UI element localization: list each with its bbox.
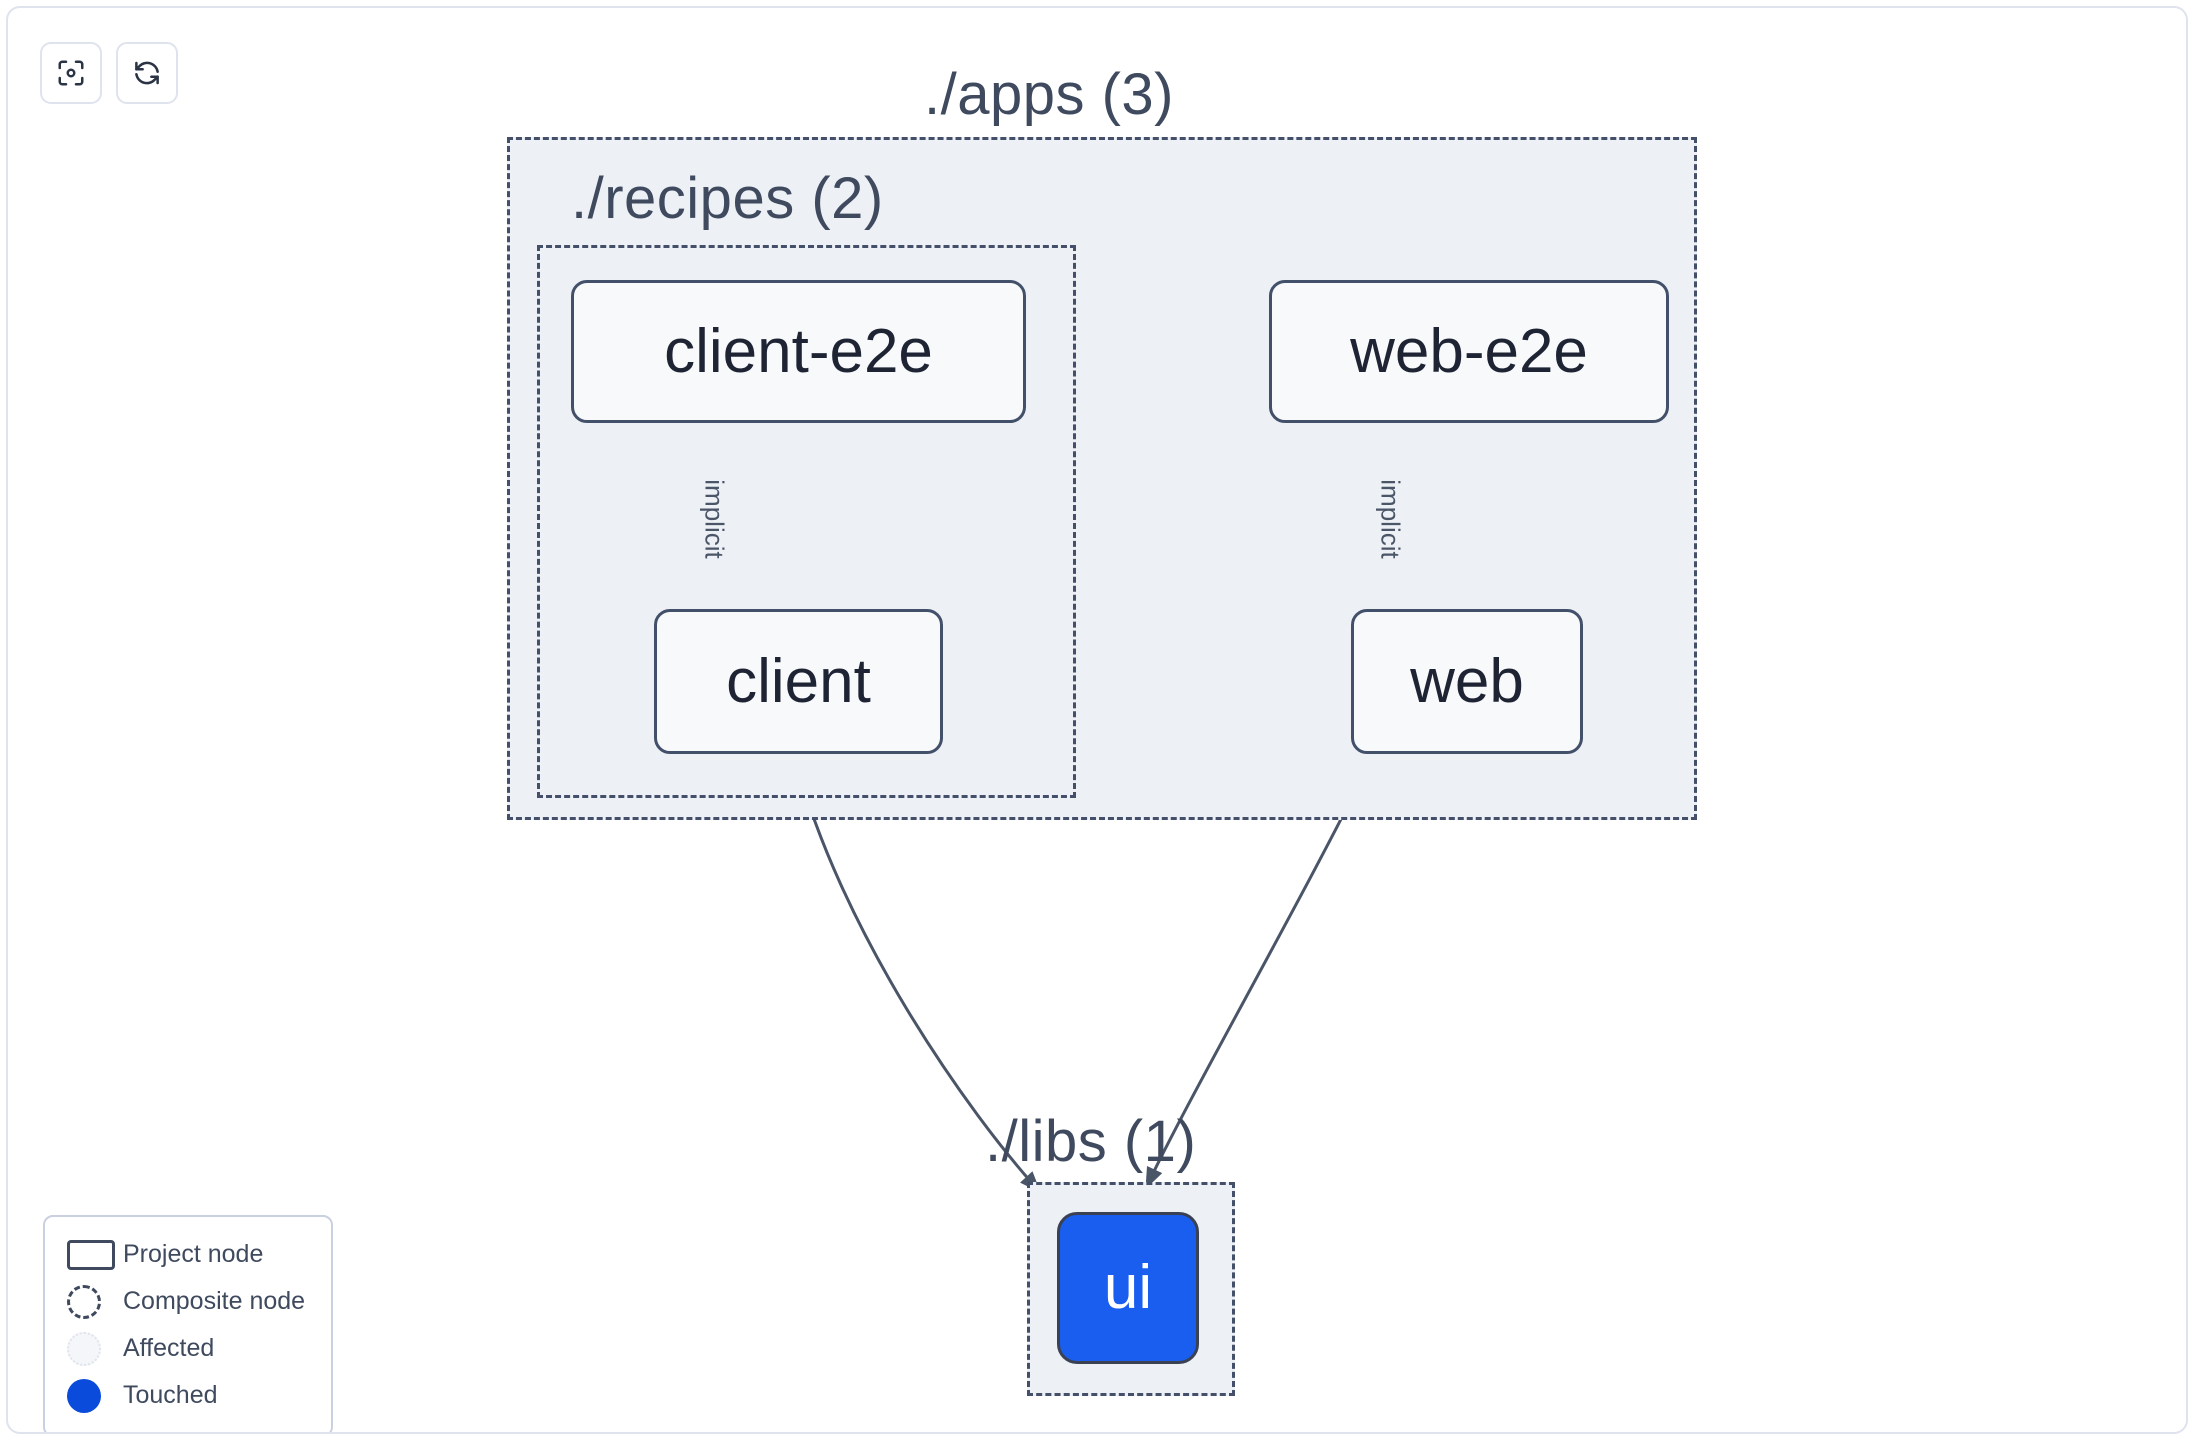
refresh-graph-button[interactable] <box>116 42 178 104</box>
edge-label-web-e2e-to-web: implicit <box>1375 479 1406 559</box>
graph-toolbar <box>40 42 178 104</box>
project-node-label: ui <box>1103 1253 1153 1322</box>
touched-swatch <box>61 1378 123 1413</box>
legend-item-project-node: Project node <box>61 1231 315 1278</box>
project-node-web[interactable]: web <box>1351 609 1583 754</box>
composite-label-apps: ./apps (3) <box>924 62 1174 127</box>
focus-graph-button[interactable] <box>40 42 102 104</box>
legend-item-label: Composite node <box>123 1287 306 1315</box>
composite-node-swatch <box>61 1284 123 1319</box>
legend-item-composite-node: Composite node <box>61 1278 315 1325</box>
legend-item-touched: Touched <box>61 1372 315 1419</box>
project-node-label: client <box>726 646 871 716</box>
graph-legend: Project node Composite node Affected Tou… <box>43 1215 333 1432</box>
refresh-icon <box>132 58 162 88</box>
composite-label-libs: ./libs (1) <box>985 1109 1197 1174</box>
project-node-label: web <box>1410 646 1524 716</box>
project-node-client-e2e[interactable]: client-e2e <box>571 280 1026 423</box>
edge-client-to-ui <box>792 753 1042 1194</box>
composite-label-recipes: ./recipes (2) <box>571 166 884 231</box>
legend-item-affected: Affected <box>61 1325 315 1372</box>
focus-target-icon <box>56 58 86 88</box>
legend-item-label: Affected <box>123 1334 215 1362</box>
affected-swatch <box>61 1331 123 1366</box>
project-graph-canvas[interactable]: ./apps (3) ./recipes (2) ./libs (1) impl… <box>6 6 2188 1434</box>
project-node-web-e2e[interactable]: web-e2e <box>1269 280 1669 423</box>
legend-item-label: Project node <box>123 1240 264 1268</box>
project-node-client[interactable]: client <box>654 609 943 754</box>
project-node-swatch <box>61 1239 123 1270</box>
project-node-label: client-e2e <box>664 316 933 386</box>
edge-label-client-e2e-to-client: implicit <box>699 479 730 559</box>
project-node-ui[interactable]: ui <box>1057 1212 1199 1364</box>
legend-item-label: Touched <box>123 1381 218 1409</box>
project-node-label: web-e2e <box>1350 316 1588 386</box>
